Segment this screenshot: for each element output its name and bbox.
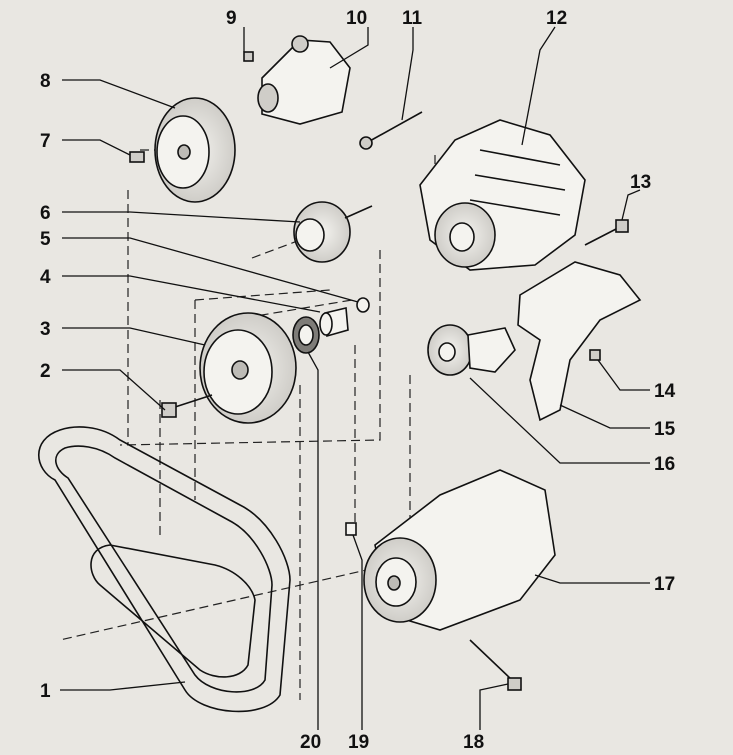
callout-13: 13	[630, 172, 651, 193]
long-bolt	[359, 111, 423, 150]
ribbed-belt	[37, 426, 291, 713]
callout-16: 16	[654, 454, 675, 475]
bracket-bolt	[584, 219, 629, 246]
callout-8: 8	[40, 71, 51, 92]
mounting-bracket	[517, 261, 642, 422]
callout-12: 12	[546, 8, 567, 29]
callout-1: 1	[40, 681, 51, 702]
callout-10: 10	[346, 8, 367, 29]
callout-2: 2	[40, 361, 51, 382]
callout-14: 14	[654, 381, 676, 402]
spacer-bushing	[319, 307, 349, 338]
callout-6: 6	[40, 203, 51, 224]
callout-9: 9	[226, 8, 237, 29]
callout-3: 3	[40, 319, 51, 340]
idler-pulley	[293, 201, 373, 263]
ac-compressor	[363, 469, 556, 631]
compressor-bolt	[469, 639, 522, 691]
leader-lines	[60, 26, 650, 730]
callout-19: 19	[348, 732, 369, 753]
callout-4: 4	[40, 267, 51, 288]
belt-tensioner	[427, 324, 516, 376]
callout-17: 17	[654, 574, 675, 595]
water-pump-pulley	[129, 97, 236, 203]
callout-5: 5	[40, 229, 51, 250]
small-cap	[356, 297, 370, 313]
callout-20: 20	[300, 732, 321, 753]
seal-ring	[292, 316, 320, 354]
water-pump	[243, 35, 351, 125]
callout-18: 18	[463, 732, 484, 753]
alternator	[419, 119, 586, 271]
pulley-bolt	[161, 394, 213, 418]
dowel-sleeve	[345, 522, 357, 536]
callout-labels: 1 2 3 4 5 6 7 8 9 10 11 12 13 14 15 16 1…	[40, 8, 676, 753]
callout-15: 15	[654, 419, 676, 440]
crankshaft-pulley	[199, 312, 297, 424]
callout-11: 11	[402, 8, 423, 29]
callout-7: 7	[40, 131, 51, 152]
alignment-lines	[59, 149, 436, 700]
